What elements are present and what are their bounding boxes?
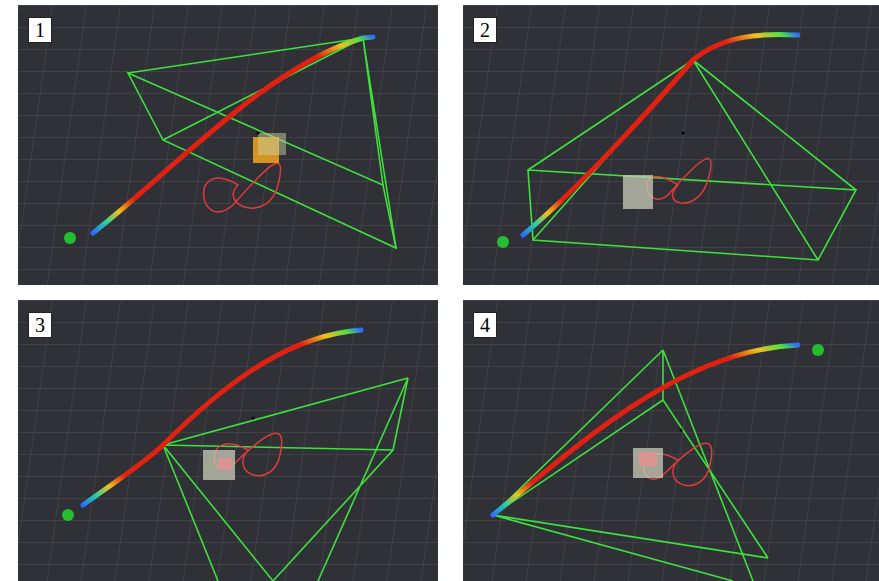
scene-panel — [463, 5, 879, 285]
panel-number: 4 — [473, 312, 497, 338]
scene-panel — [463, 300, 879, 581]
panel-number: 2 — [473, 17, 497, 43]
panel-number: 3 — [28, 312, 52, 338]
scene-panel — [18, 300, 438, 581]
panel-number: 1 — [28, 17, 52, 43]
scene-panel — [18, 5, 438, 285]
